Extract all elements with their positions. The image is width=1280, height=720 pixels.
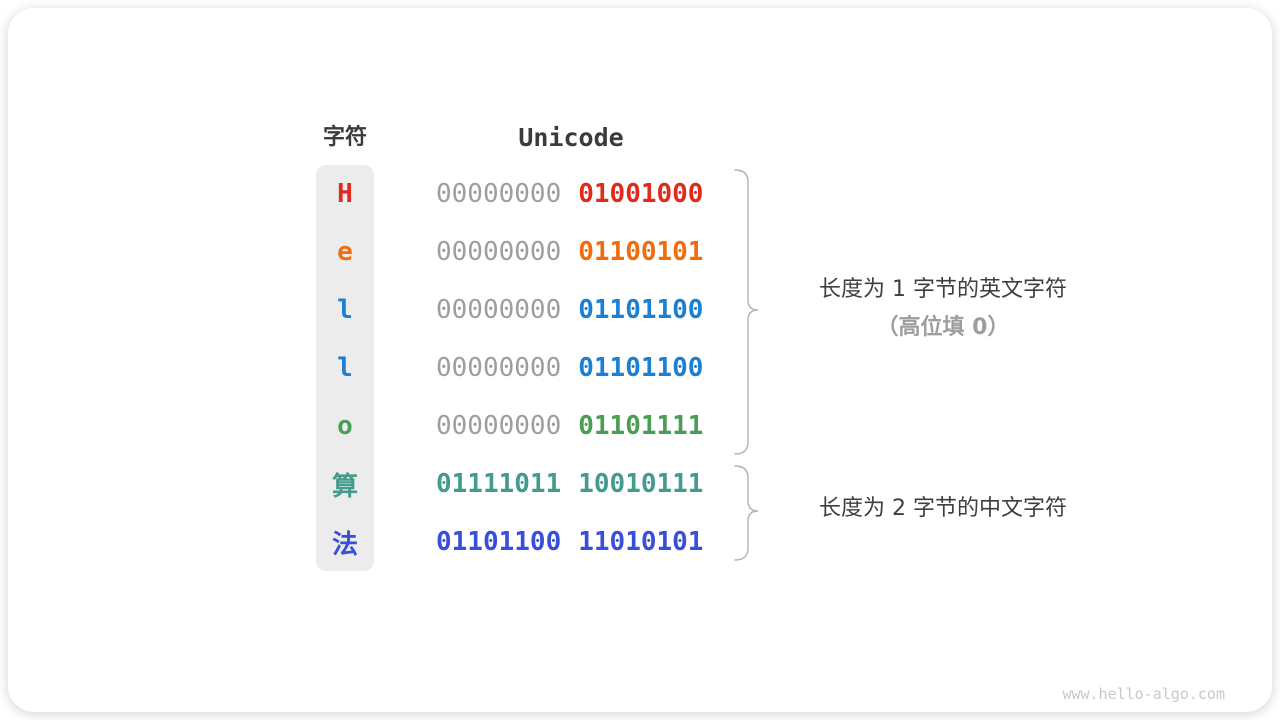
low-byte: 01101100 (578, 295, 704, 325)
char-cell-suan: 算 (331, 471, 358, 502)
brace-1-byte-group-icon (734, 169, 759, 455)
unicode-binary-column: 00000000 01001000 00000000 01100101 0000… (436, 165, 716, 571)
char-cell-fa: 法 (331, 529, 358, 560)
low-byte: 01001000 (578, 179, 704, 209)
high-byte: 00000000 (436, 295, 562, 325)
char-cell-H: H (337, 179, 353, 209)
high-byte: 00000000 (436, 353, 562, 383)
binary-row: 00000000 01001000 (436, 165, 716, 223)
char-cell-l1: l (337, 295, 353, 325)
char-cell-o: o (337, 411, 353, 441)
annotation-english-line1: 长度为 1 字节的英文字符 (819, 277, 1067, 302)
high-byte: 00000000 (436, 179, 562, 209)
high-byte: 00000000 (436, 237, 562, 267)
binary-row: 00000000 01101100 (436, 339, 716, 397)
binary-row: 00000000 01101111 (436, 397, 716, 455)
char-cell-l2: l (337, 353, 353, 383)
annotation-english-chars: 长度为 1 字节的英文字符 （高位填 0） (778, 278, 1108, 340)
annotation-english-line2: （高位填 0） (876, 315, 1010, 340)
binary-row: 00000000 01101100 (436, 281, 716, 339)
char-cell-e: e (337, 237, 353, 267)
low-byte: 10010111 (578, 469, 704, 499)
high-byte: 01101100 (436, 527, 562, 557)
binary-row: 00000000 01100101 (436, 223, 716, 281)
binary-row: 01101100 11010101 (436, 513, 716, 571)
annotation-chinese-line1: 长度为 2 字节的中文字符 (819, 496, 1067, 521)
low-byte: 01100101 (578, 237, 704, 267)
brace-2-byte-group-icon (734, 465, 759, 561)
diagram-card: 字符 Unicode H e l l o 算 法 00000000 010010… (8, 8, 1272, 712)
character-column: H e l l o 算 法 (316, 165, 374, 571)
high-byte: 00000000 (436, 411, 562, 441)
low-byte: 01101111 (578, 411, 704, 441)
column-header-unicode: Unicode (518, 123, 624, 152)
low-byte: 01101100 (578, 353, 704, 383)
low-byte: 11010101 (578, 527, 704, 557)
high-byte: 01111011 (436, 469, 562, 499)
column-header-character: 字符 (322, 125, 367, 150)
annotation-chinese-chars: 长度为 2 字节的中文字符 (778, 497, 1108, 521)
watermark-hello-algo: www.hello-algo.com (1062, 685, 1225, 703)
binary-row: 01111011 10010111 (436, 455, 716, 513)
